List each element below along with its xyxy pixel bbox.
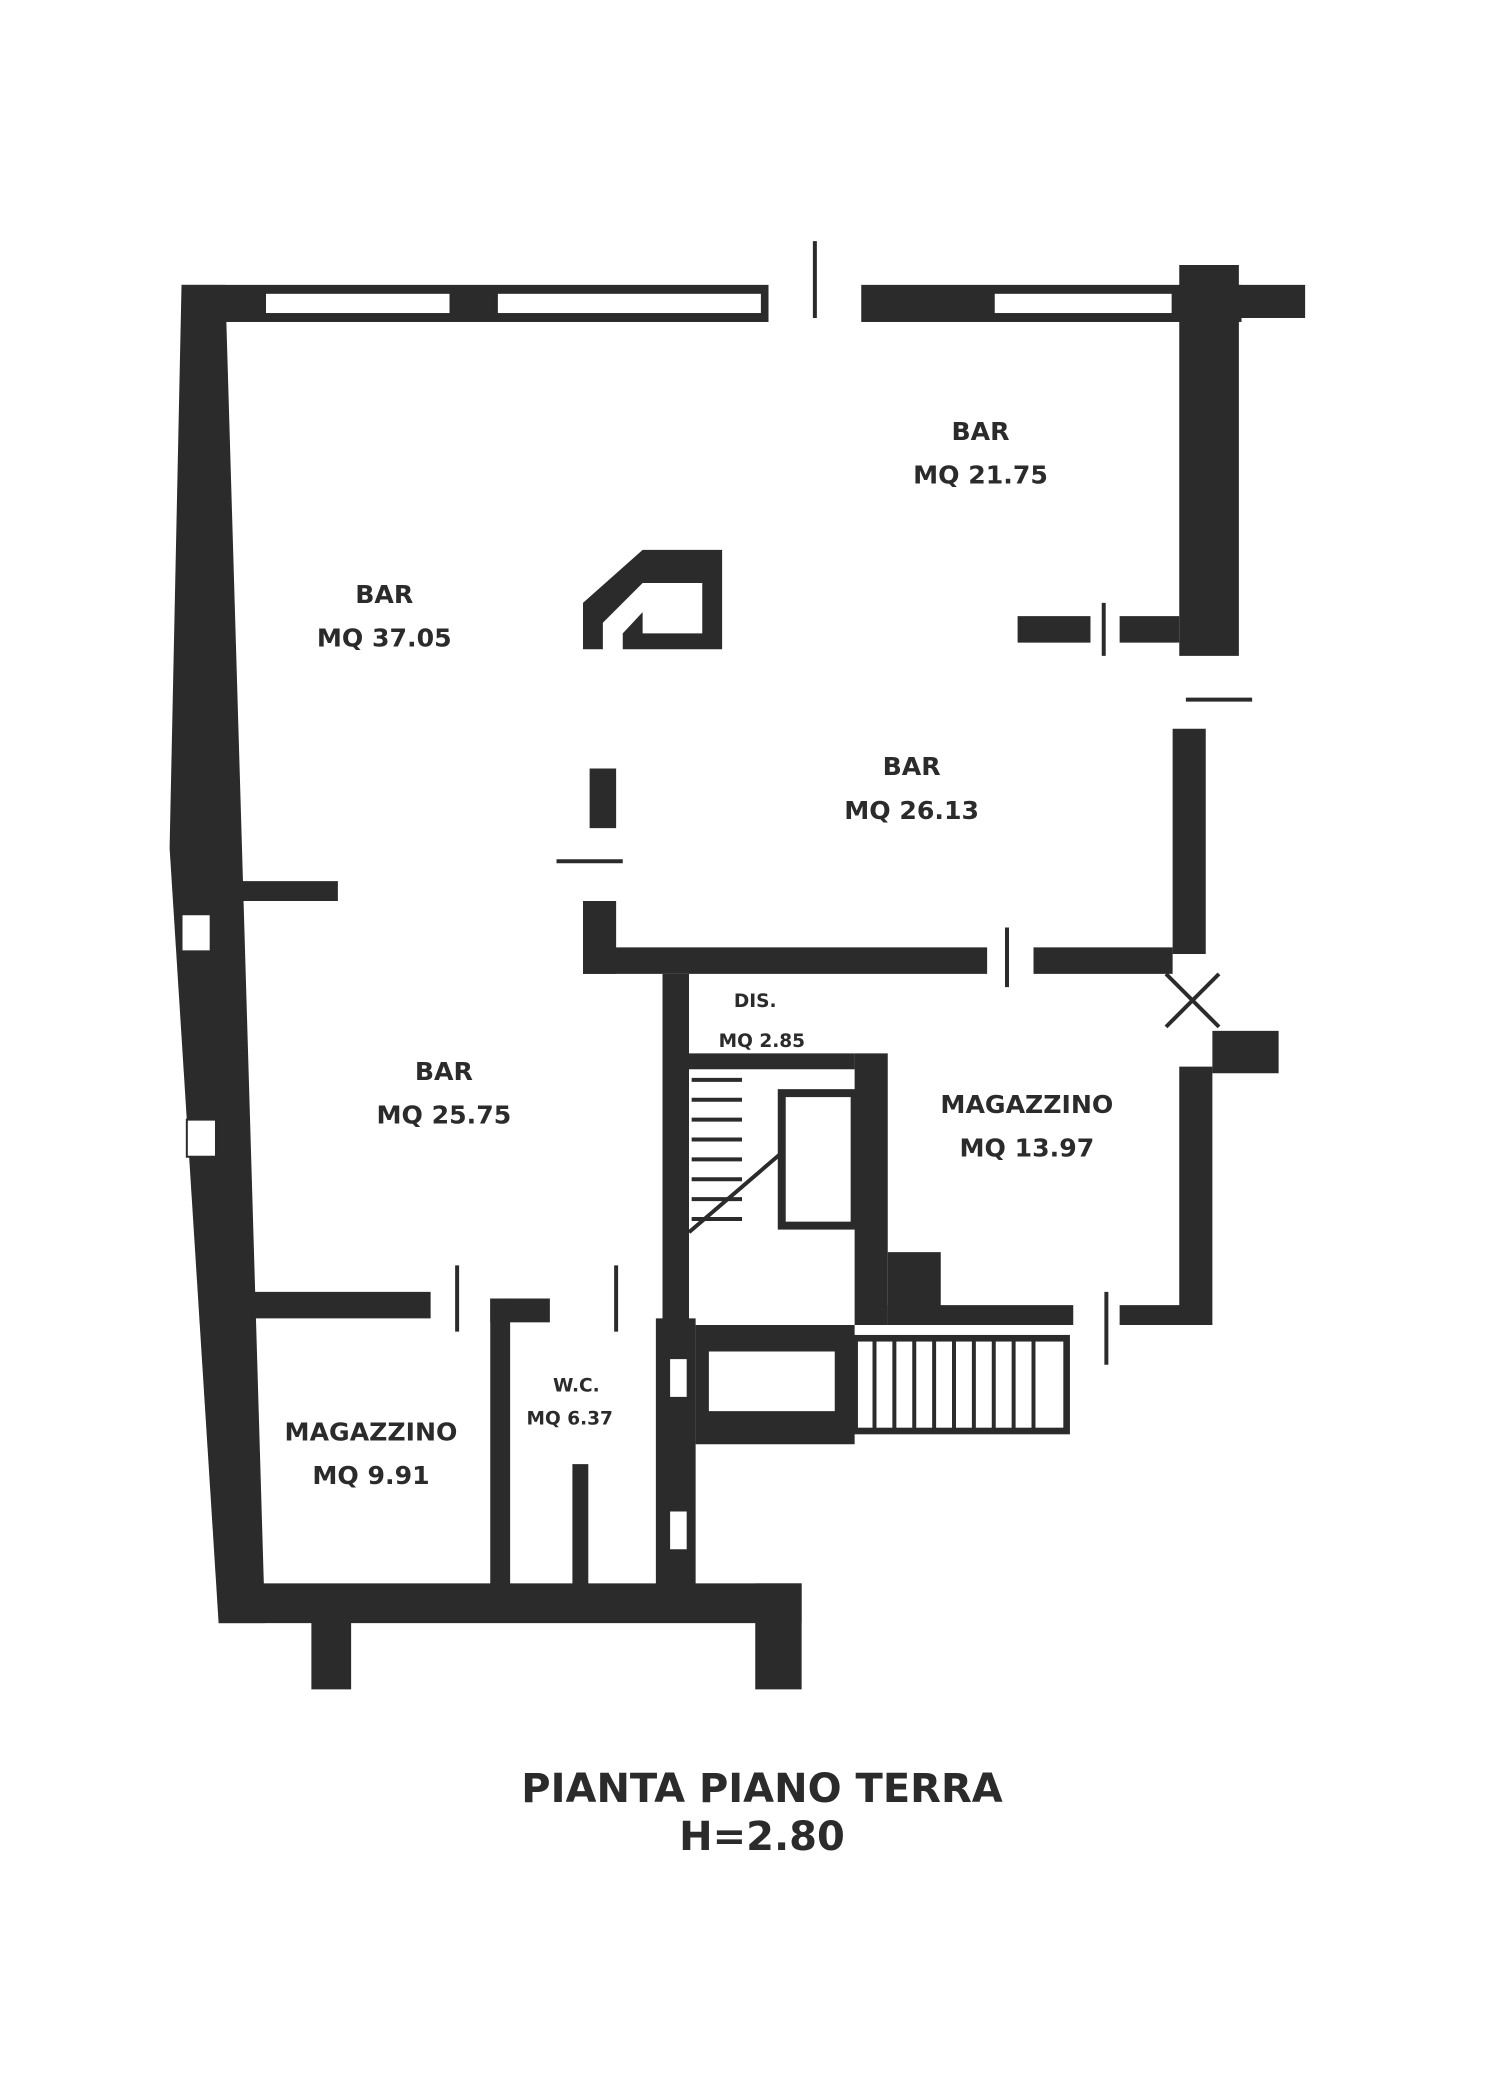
window: [185, 1118, 217, 1158]
room-area: MQ 13.97: [959, 1134, 1094, 1163]
room-name: BAR: [951, 417, 1009, 446]
room-name: MAGAZZINO: [285, 1417, 458, 1446]
wall-interior: [583, 947, 988, 974]
wall-right: [1179, 265, 1239, 656]
room-area: MQ 6.37: [527, 1408, 613, 1429]
pillar: [589, 768, 617, 829]
small-room: [708, 1351, 835, 1412]
room-name: W.C.: [553, 1375, 600, 1396]
plan-drawing: BAR MQ 21.75 BAR MQ 37.05 BAR MQ 26.13 B…: [169, 241, 1306, 1690]
wall-interior: [887, 1305, 1074, 1325]
room-name: BAR: [883, 752, 941, 781]
room-name: MAGAZZINO: [940, 1090, 1113, 1119]
wall-interior: [854, 1053, 888, 1325]
room-area: MQ 25.75: [377, 1101, 512, 1130]
room-area: MQ 2.85: [719, 1031, 805, 1052]
stairs-lower: [851, 1334, 1070, 1435]
wall-stub: [1238, 284, 1306, 318]
bar-counter: [530, 549, 723, 650]
wall-interior: [222, 881, 338, 902]
room-area: MQ 9.91: [312, 1461, 429, 1490]
wall-stub: [755, 1583, 802, 1690]
wall-interior: [1179, 1066, 1213, 1325]
window: [495, 291, 763, 316]
wall-interior: [1119, 1305, 1206, 1325]
room-name: BAR: [415, 1057, 473, 1086]
plan-title: PIANTA PIANO TERRA: [521, 1766, 1002, 1812]
wall-interior: [572, 1464, 589, 1590]
room-name: BAR: [355, 580, 413, 609]
window: [668, 1509, 689, 1552]
stair-core: [777, 1089, 859, 1230]
ceiling-height: H=2.80: [679, 1814, 845, 1860]
window: [264, 291, 452, 316]
wall-interior: [1033, 947, 1173, 974]
wall-interior: [490, 1298, 511, 1590]
wall-interior: [689, 1053, 855, 1070]
window: [992, 291, 1174, 316]
room-area: MQ 26.13: [844, 796, 979, 825]
wall-interior: [1119, 616, 1180, 643]
wall-stub: [311, 1616, 352, 1690]
wall-interior: [1017, 616, 1091, 643]
room-area: MQ 37.05: [317, 624, 452, 653]
window: [668, 1357, 689, 1399]
stairs: [687, 1077, 784, 1234]
wall-left: [169, 284, 265, 1624]
room-name: DIS.: [734, 991, 777, 1012]
stair-steps: [872, 1340, 1036, 1429]
wall-right-lower: [1172, 728, 1206, 955]
window: [180, 913, 212, 953]
room-area: MQ 21.75: [913, 461, 1048, 490]
wall-stub: [1212, 1030, 1279, 1074]
wall-interior: [238, 1291, 431, 1319]
door-swing: [1164, 972, 1221, 1029]
